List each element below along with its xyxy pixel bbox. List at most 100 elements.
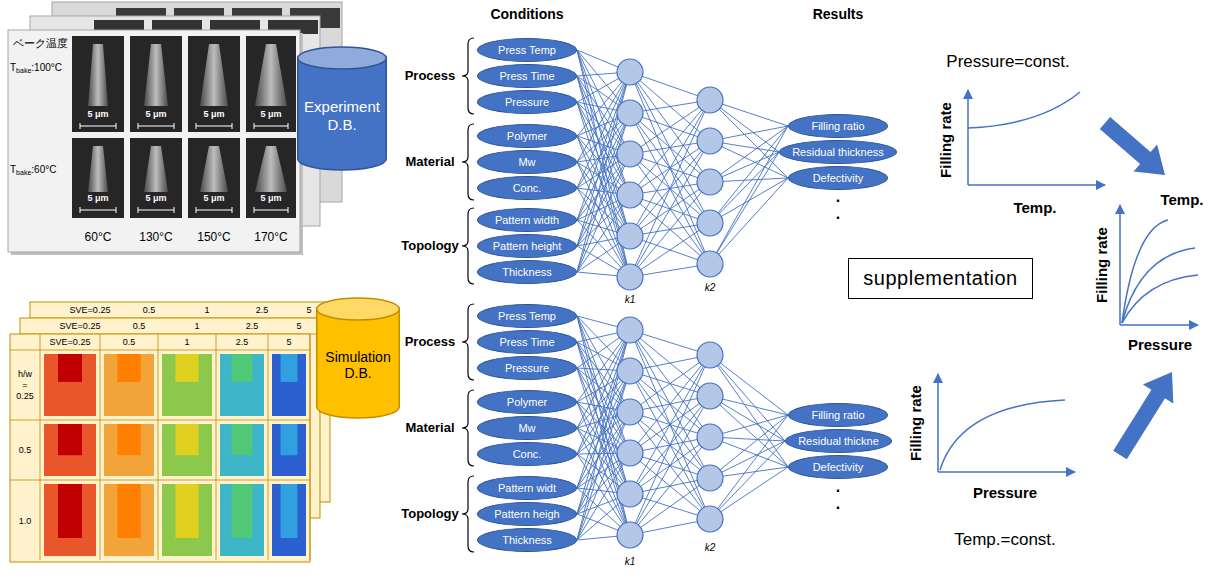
hidden-neuron [697, 506, 723, 532]
label: bake [16, 67, 31, 74]
table-line [10, 420, 310, 421]
sim-image [44, 354, 96, 416]
scale-tick [174, 123, 175, 129]
scale-tick [174, 207, 175, 213]
hidden-neuron [617, 317, 643, 343]
label: Temp. [1160, 191, 1203, 208]
label: k2 [705, 282, 716, 294]
node-text: Pattern height [493, 240, 562, 252]
sim-pattern [232, 484, 253, 538]
label: SVE=0.25 [70, 305, 111, 315]
label: 1.0 [19, 517, 32, 526]
node-text: Filling ratio [811, 409, 864, 421]
hidden-neuron [617, 182, 643, 208]
sem-image [188, 36, 240, 132]
hidden-neuron [697, 87, 723, 113]
label: 5 μm [203, 109, 224, 119]
label: 150°C [197, 231, 231, 245]
label: bake [16, 169, 31, 176]
label: 5 [296, 321, 301, 331]
input-node: Pressure [477, 90, 577, 114]
label: 170°C [254, 231, 288, 245]
label: k1 [625, 556, 636, 568]
scale-tick [288, 123, 289, 129]
label: 5 μm [260, 193, 281, 203]
label: Pressure=const. [946, 52, 1069, 72]
label: . [836, 479, 840, 495]
background-layer [8, 2, 474, 562]
node-text: Defectivity [813, 461, 864, 473]
label: Pressure [973, 484, 1037, 501]
scale-tick [138, 207, 139, 213]
hidden-neuron [617, 399, 643, 425]
hidden-neuron [697, 342, 723, 368]
table-line [100, 334, 101, 560]
scale-tick [196, 207, 197, 213]
label: . [836, 206, 840, 222]
output-node: Filling ratio [788, 114, 888, 138]
table-line [40, 334, 41, 560]
axis [937, 374, 939, 472]
scale-bar [80, 209, 116, 210]
brace [462, 390, 474, 466]
label: Temp. [1013, 199, 1056, 216]
sim-image [220, 484, 264, 556]
network-link [630, 72, 710, 141]
sim-pattern [117, 354, 140, 382]
scale-tick [232, 207, 233, 213]
sim-image [162, 354, 212, 416]
sim-pattern [117, 484, 140, 538]
node-text: Polymer [507, 396, 547, 408]
node-text: Mw [518, 422, 535, 434]
sim-image [272, 354, 306, 416]
sim-pattern [281, 484, 298, 538]
curve [940, 400, 1065, 470]
network-link [710, 152, 779, 264]
hidden-neuron [617, 59, 643, 85]
sim-image [272, 484, 306, 556]
sim-pattern [117, 424, 140, 455]
row-label: Tbake:60°C [10, 159, 56, 177]
label: Pressure [1128, 336, 1192, 353]
input-node: Polymer [477, 124, 577, 148]
sem-image [188, 138, 240, 218]
node-text: Press Temp [498, 310, 556, 322]
label: 5 μm [203, 193, 224, 203]
label: SVE=0.25 [50, 337, 91, 347]
sim-image [162, 484, 212, 556]
sim-pattern [281, 354, 298, 382]
input-node: Pattern heigh [477, 502, 577, 526]
label: 130°C [139, 231, 173, 245]
sim-pattern [175, 424, 198, 455]
network-link [630, 355, 710, 535]
node-text: Conc. [513, 182, 542, 194]
label: T [10, 164, 16, 175]
sim-image [220, 354, 264, 416]
label: 0.5 [133, 321, 146, 331]
scale-bar [254, 125, 288, 126]
database-cylinder: Simulation D.B. [316, 297, 400, 419]
sim-image [220, 424, 264, 476]
sem-ridge [200, 146, 228, 192]
graph-temp [968, 90, 1105, 185]
label: Filling rate [1093, 227, 1110, 303]
output-node: Residual thickness [779, 140, 897, 164]
network-layer [577, 50, 788, 548]
input-node: Press Temp [477, 304, 577, 328]
input-node: Mw [477, 416, 577, 440]
hidden-neuron [617, 440, 643, 466]
sim-image [162, 424, 212, 476]
hidden-neuron [617, 522, 643, 548]
graph-combined [1120, 205, 1198, 325]
hidden-neuron [697, 251, 723, 277]
node-text: Press Temp [498, 44, 556, 56]
network-link [577, 154, 630, 272]
table-card [10, 334, 310, 562]
label: SVE=0.25 [60, 321, 101, 331]
label: 5 [286, 337, 291, 347]
network-link [630, 141, 710, 277]
sim-image [104, 354, 154, 416]
output-node: Filling ratio [788, 403, 888, 427]
table-line [10, 350, 310, 351]
table-line [310, 334, 311, 560]
